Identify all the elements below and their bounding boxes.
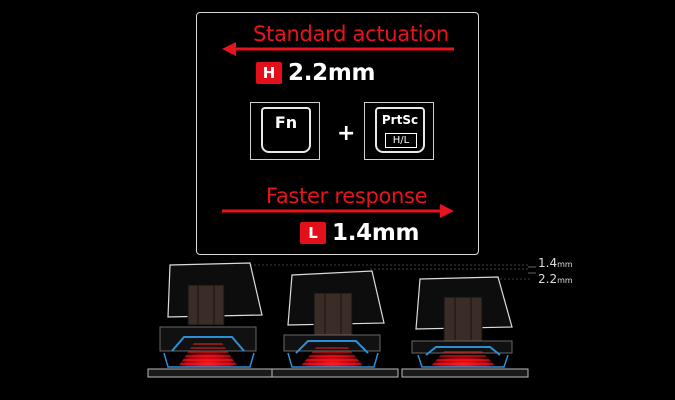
switch-illustrations [147,262,536,378]
fn-keycap: Fn [261,107,311,153]
h-badge: H [256,62,282,84]
faster-response-value: L 1.4mm [300,220,419,246]
fn-key-label: Fn [274,113,298,132]
scale-upper-unit: mm [557,260,573,269]
prtsc-keycap: PrtSc H/L [375,107,425,153]
standard-value-text: 2.2mm [288,60,376,86]
l-badge: L [300,222,326,244]
switch-rest [147,262,275,378]
fn-key: Fn [250,102,320,160]
plus-sign: + [337,121,356,146]
standard-actuation-value: H 2.2mm [256,60,375,86]
standard-actuation-heading: Standard actuation [253,22,449,46]
scale-lower-value: 2.2 [538,272,558,286]
scale-lower-unit: mm [557,276,573,285]
right-arrow-icon [222,204,454,218]
hl-key-label: H/L [385,133,417,148]
faster-response-heading: Faster response [266,184,428,208]
prtsc-key-label: PrtSc [381,113,419,127]
switch-1-4mm [271,270,399,378]
prtsc-key: PrtSc H/L [364,102,434,160]
faster-value-text: 1.4mm [332,220,420,246]
scale-label-lower: 2.2mm [538,272,573,286]
left-arrow-icon [222,42,454,56]
scale-label-upper: 1.4mm [538,256,573,270]
switch-2-2mm [401,276,529,378]
scale-upper-value: 1.4 [538,256,558,270]
shortcut-info-panel [196,12,479,255]
